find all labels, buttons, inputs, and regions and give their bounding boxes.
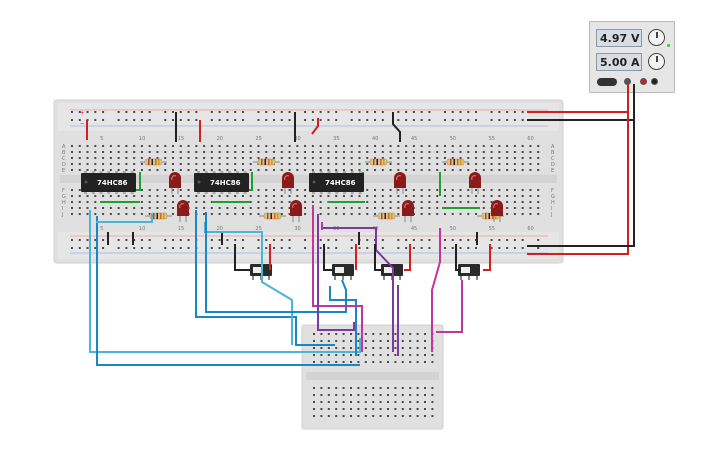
row-letter: C bbox=[62, 156, 66, 162]
column-number: 50 bbox=[450, 226, 456, 232]
column-number: 30 bbox=[294, 136, 300, 142]
jumper-wire[interactable] bbox=[392, 112, 401, 142]
column-number: 25 bbox=[255, 226, 261, 232]
resistor[interactable] bbox=[140, 158, 167, 166]
negative-jack-icon[interactable] bbox=[651, 78, 658, 85]
purple-wire[interactable] bbox=[317, 214, 355, 331]
jumper-wire[interactable] bbox=[311, 118, 319, 135]
row-letter: F bbox=[62, 188, 65, 194]
column-number: 55 bbox=[489, 226, 495, 232]
row-letter: D bbox=[551, 162, 555, 168]
column-number: 5 bbox=[100, 136, 103, 142]
slide-switch[interactable] bbox=[332, 264, 354, 280]
switch-ground-wire[interactable] bbox=[234, 244, 250, 271]
resistor[interactable] bbox=[373, 212, 400, 220]
column-number: 35 bbox=[333, 136, 339, 142]
row-letter: J bbox=[550, 212, 552, 218]
power-wire-negative-lower[interactable] bbox=[527, 84, 635, 247]
row-letter: G bbox=[62, 194, 66, 200]
row-letter: G bbox=[551, 194, 555, 200]
row-letter: A bbox=[551, 144, 555, 150]
voltage-knob-icon[interactable] bbox=[648, 29, 665, 46]
light-blue-wire[interactable] bbox=[89, 210, 361, 353]
column-number: 10 bbox=[139, 226, 145, 232]
voltage-display: 4.97 V bbox=[596, 29, 642, 47]
column-number: 55 bbox=[489, 136, 495, 142]
blue-wire[interactable] bbox=[329, 286, 357, 356]
magenta-wire[interactable] bbox=[431, 228, 441, 352]
slide-switch[interactable] bbox=[458, 264, 480, 280]
column-number: 60 bbox=[527, 136, 533, 142]
led-icon[interactable] bbox=[402, 200, 414, 222]
row-letter: I bbox=[551, 206, 552, 212]
switch-ground-wire[interactable] bbox=[374, 244, 381, 271]
row-letter: A bbox=[62, 144, 66, 150]
column-number: 25 bbox=[255, 136, 261, 142]
row-letter: E bbox=[551, 168, 554, 174]
positive-jack-icon[interactable] bbox=[640, 78, 647, 85]
resistor[interactable] bbox=[259, 212, 286, 220]
power-supply[interactable]: 4.97 V 5.00 A bbox=[589, 21, 675, 93]
blue-wire[interactable] bbox=[195, 210, 335, 346]
blue-wire[interactable] bbox=[205, 212, 347, 313]
magenta-wire[interactable] bbox=[436, 280, 463, 333]
row-letter: B bbox=[62, 150, 66, 156]
column-number: 20 bbox=[217, 136, 223, 142]
chip-label: 74HC86 bbox=[325, 179, 356, 187]
row-letter: H bbox=[62, 200, 66, 206]
row-letter: E bbox=[62, 168, 65, 174]
row-letter: C bbox=[551, 156, 555, 162]
rail-plus-label: + bbox=[80, 110, 84, 117]
row-letter: D bbox=[62, 162, 66, 168]
led-icon[interactable] bbox=[282, 172, 294, 194]
resistor[interactable] bbox=[253, 158, 280, 166]
switch-ground-wire[interactable] bbox=[323, 244, 332, 271]
led-icon[interactable] bbox=[394, 172, 406, 194]
led-icon[interactable] bbox=[177, 200, 189, 222]
column-number: 60 bbox=[527, 226, 533, 232]
column-number: 30 bbox=[294, 226, 300, 232]
current-display: 5.00 A bbox=[596, 53, 642, 71]
row-letter: H bbox=[551, 200, 555, 206]
row-letter: B bbox=[551, 150, 555, 156]
ic-chip-74hc86[interactable]: 74HC86 bbox=[194, 171, 249, 194]
status-led-icon bbox=[667, 44, 670, 47]
magenta-wire[interactable] bbox=[312, 205, 363, 352]
switch-ground-wire[interactable] bbox=[455, 244, 460, 271]
switch-power-wire[interactable] bbox=[404, 244, 411, 271]
light-blue-wire[interactable] bbox=[96, 214, 153, 223]
power-wire-positive-lower[interactable] bbox=[527, 84, 629, 255]
column-number: 50 bbox=[450, 136, 456, 142]
column-number: 15 bbox=[178, 136, 184, 142]
row-letter: J bbox=[61, 212, 63, 218]
column-number: 45 bbox=[411, 226, 417, 232]
led-icon[interactable] bbox=[169, 172, 181, 194]
row-letter: I bbox=[62, 206, 63, 212]
column-number: 5 bbox=[100, 226, 103, 232]
led-icon[interactable] bbox=[290, 200, 302, 222]
led-icon[interactable] bbox=[469, 172, 481, 194]
resistor[interactable] bbox=[145, 212, 172, 220]
led-icon[interactable] bbox=[491, 200, 503, 222]
ic-chip-74hc86[interactable]: 74HC86 bbox=[81, 171, 136, 194]
resistor[interactable] bbox=[442, 158, 469, 166]
rail-minus-label: − bbox=[80, 121, 84, 128]
chip-label: 74HC86 bbox=[97, 179, 128, 187]
column-number: 15 bbox=[178, 226, 184, 232]
column-number: 45 bbox=[411, 136, 417, 142]
column-number: 20 bbox=[217, 226, 223, 232]
resistor[interactable] bbox=[365, 158, 392, 166]
chip-label: 74HC86 bbox=[210, 179, 241, 187]
blue-wire[interactable] bbox=[96, 216, 360, 366]
column-number: 10 bbox=[139, 136, 145, 142]
column-number: 40 bbox=[372, 136, 378, 142]
row-letter: F bbox=[551, 188, 554, 194]
ic-chip-74hc86[interactable]: 74HC86 bbox=[309, 171, 364, 194]
current-knob-icon[interactable] bbox=[648, 53, 665, 70]
switch-power-wire[interactable] bbox=[483, 244, 491, 271]
power-switch[interactable] bbox=[597, 78, 617, 86]
